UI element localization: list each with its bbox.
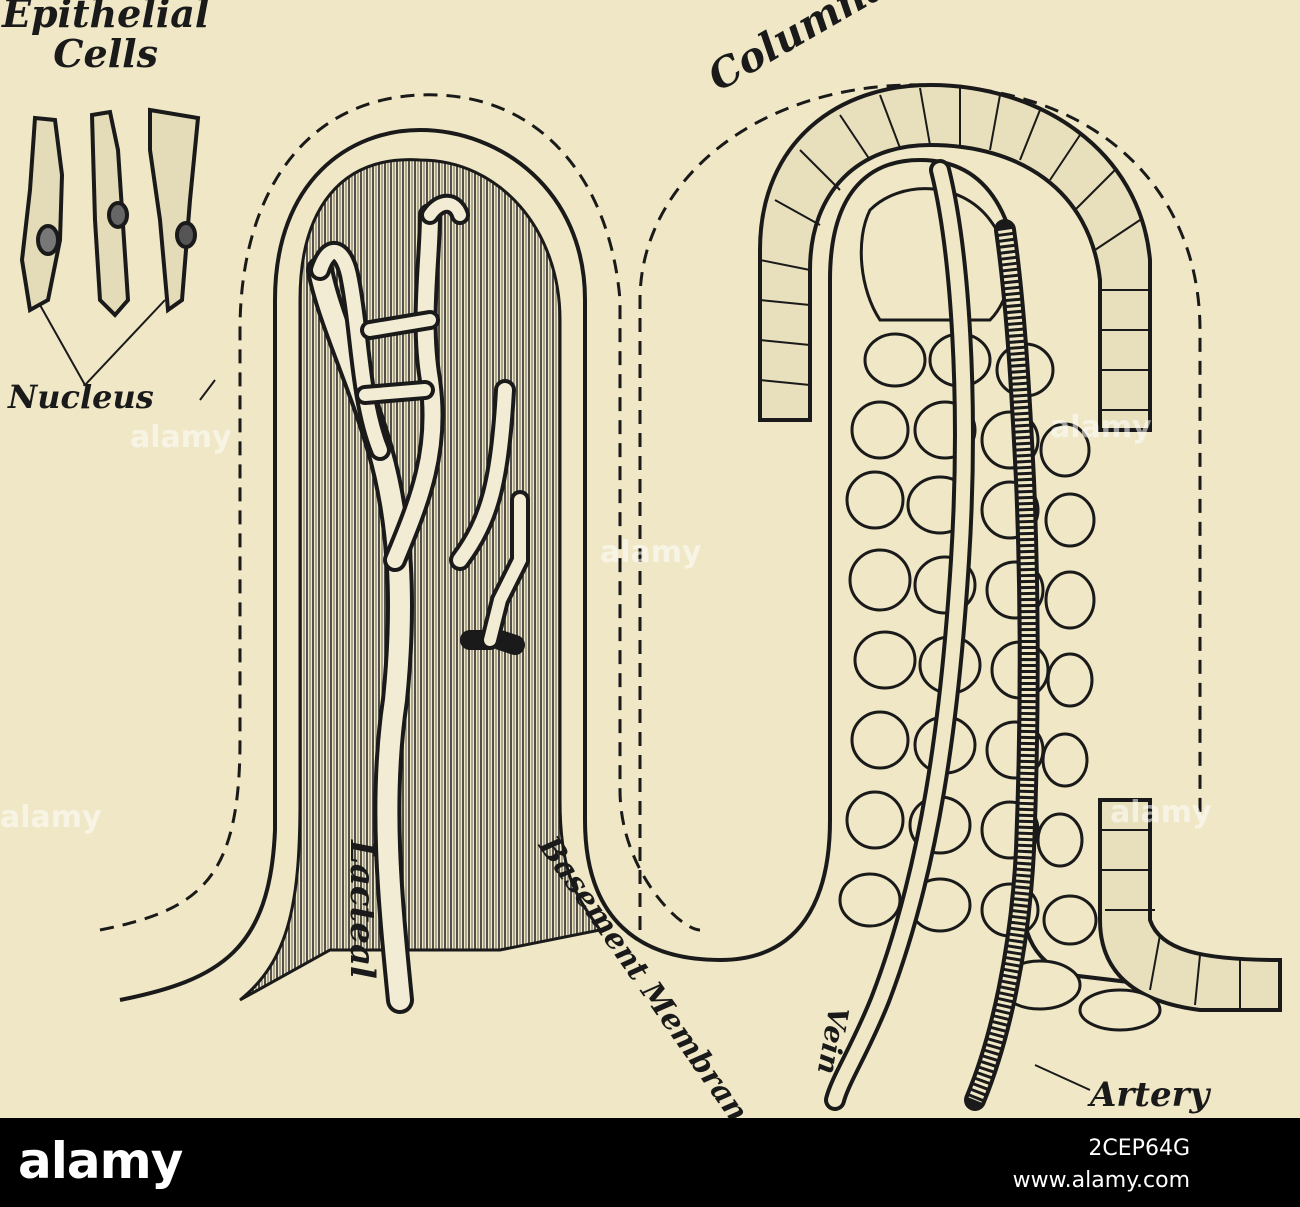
label-artery: Artery xyxy=(1090,1075,1210,1115)
watermark-2: alamy xyxy=(600,535,702,570)
image-id: 2CEP64G xyxy=(1088,1136,1190,1161)
watermark-5: alamy xyxy=(1110,795,1212,830)
leader-lines xyxy=(199,379,1091,1091)
label-epithelial-line1: Epithelial xyxy=(2,0,210,36)
alamy-logo: alamy xyxy=(18,1132,183,1190)
footer-bar: alamy 2CEP64G www.alamy.com xyxy=(0,1118,1300,1207)
epithelial-cells xyxy=(19,107,201,387)
basement-membrane-outline xyxy=(119,127,1281,1002)
label-nucleus: Nucleus xyxy=(8,378,154,416)
villus-core xyxy=(239,158,603,1002)
watermark-3: alamy xyxy=(1050,410,1152,445)
villus-dashed-outline xyxy=(99,93,701,932)
villus-illustration: Epithelial Cells Nucleus Columnar Epithe… xyxy=(0,0,1282,1118)
lacteal-vessel xyxy=(306,193,530,1014)
label-lacteal: Lacteal xyxy=(342,840,382,979)
watermark-4: alamy xyxy=(0,800,102,835)
label-epithelial-cells: Epithelial Cells xyxy=(2,0,209,74)
watermark-1: alamy xyxy=(130,420,232,455)
label-epithelial-line2: Cells xyxy=(53,31,158,76)
site-url: www.alamy.com xyxy=(1012,1168,1190,1193)
villus-drawing xyxy=(19,82,1282,1111)
columnar-epithelium xyxy=(758,82,1282,1012)
